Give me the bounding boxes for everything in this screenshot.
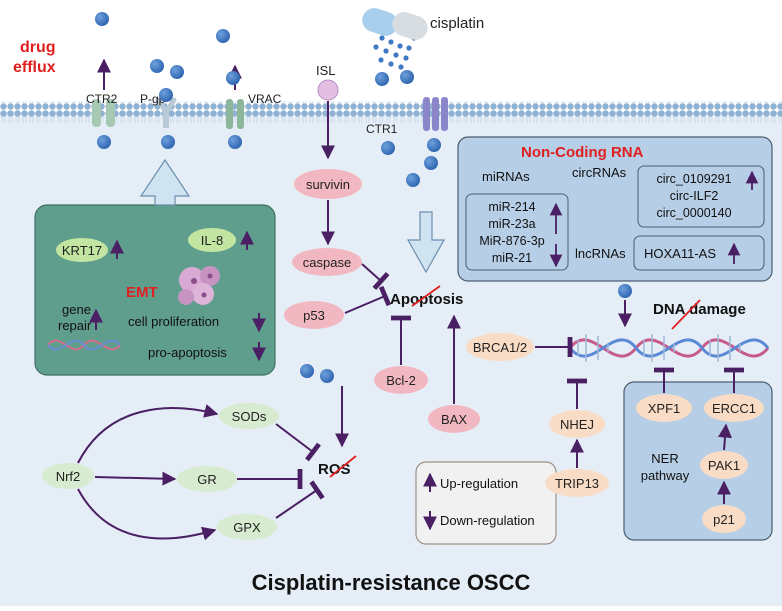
p53-inhibits-apoptosis [344,285,392,314]
p53-node [284,301,344,329]
trip13-node [545,469,609,497]
pak1-node [700,451,748,479]
p21-label: p21 [713,512,735,527]
survivin-label: survivin [306,177,350,192]
pathway-label: pathway [641,468,690,483]
ros-strike [329,455,357,478]
apoptosis-label: Apoptosis [390,291,463,308]
mirnas-box [465,193,569,271]
sods-inhibits-ros [275,423,321,462]
gpx-node [217,514,277,540]
tumor-cells-icon [178,266,220,305]
emt-to-pgp-arrow [139,158,191,206]
lncrnas-label: lncRNAs [575,246,626,261]
dna-helix-large-icon [568,334,770,362]
gpx-inhibits-ros [275,480,325,519]
cisplatin-spray [373,35,417,70]
nhej-node [549,410,605,438]
nrf2-node [42,463,94,489]
pro-apoptosis-label: pro-apoptosis [148,345,227,360]
il8-node [188,228,236,252]
circrna-1: circ_0109291 [656,172,731,186]
sods-label: SODs [232,409,267,424]
arrow-nrf2-gpx [77,488,217,541]
xpf1-label: XPF1 [648,401,681,416]
circrna-2: circ-ILF2 [670,189,719,203]
drug-label: drug [20,39,56,56]
vrac-label: VRAC [248,92,282,106]
pak1-label: PAK1 [708,458,740,473]
circrnas-label: circRNAs [572,165,627,180]
isl-label: ISL [316,63,336,78]
p21-node [702,505,746,533]
dna-helix-icon [47,339,121,351]
ctr2-transporter [92,99,115,127]
circrnas-box [637,165,765,228]
nhej-label: NHEJ [560,417,594,432]
il8-label: IL-8 [201,233,223,248]
sods-node [219,403,279,429]
krt17-node [56,238,108,262]
lncrna-1: HOXA11-AS [644,246,716,261]
ercc1-label: ERCC1 [712,401,756,416]
p53-label: p53 [303,308,325,323]
cisplatin-molecules [95,12,632,383]
survivin-node [294,169,362,199]
legend-down-label: Down-regulation [440,513,535,528]
bcl2-label: Bcl-2 [386,373,416,388]
dna-damage-label: DNA damage [653,301,746,318]
cisplatin-capsule [362,8,428,40]
caspase-node [292,248,362,276]
arrow-nrf2-gr [94,471,177,486]
gr-label: GR [197,472,217,487]
isl-molecule [317,79,339,101]
caspase-inhibits-apoptosis [361,263,390,291]
mirna-3: MiR-876-3p [479,234,544,248]
ercc1-node [704,394,764,422]
ctr1-transporter [423,97,448,131]
arrow-nrf2-sods [77,404,219,464]
circrna-3: circ_0000140 [656,206,731,220]
ner-label: NER [651,451,678,466]
mirna-1: miR-214 [488,200,535,214]
gr-node [177,466,237,492]
gene-label: gene [62,302,91,317]
cell-proliferation-label: cell proliferation [128,314,219,329]
mirna-4: miR-21 [492,251,532,265]
cisplatin-label: cisplatin [430,15,484,32]
vrac-transporter [226,99,244,129]
arrow-pak1-ercc1 [718,423,732,451]
ctr1-label: CTR1 [366,122,398,136]
repair-label: repair [58,318,92,333]
figure-title: Cisplatin-resistance OSCC [252,570,531,595]
mirna-2: miR-23a [488,217,535,231]
cell-membrane [0,101,782,123]
brca-label: BRCA1/2 [473,340,527,355]
emt-title: EMT [126,284,158,301]
krt17-label: KRT17 [62,243,102,258]
ncrna-title: Non-Coding RNA [521,144,644,161]
xpf1-node [636,394,692,422]
bcl2-node [374,366,428,394]
apoptosis-strike [411,285,441,307]
ros-label: ROS [318,461,351,478]
cisplatin-to-apoptosis-arrow [406,211,446,274]
brca-node [466,333,534,361]
efflux-label: efflux [13,59,56,76]
legend-up-label: Up-regulation [440,476,518,491]
ctr2-label: CTR2 [86,92,118,106]
legend-box [415,461,557,545]
mirnas-label: miRNAs [482,169,530,184]
trip13-label: TRIP13 [555,476,599,491]
bax-label: BAX [441,412,467,427]
caspase-label: caspase [303,255,351,270]
nrf2-label: Nrf2 [56,469,81,484]
gpx-label: GPX [233,520,261,535]
bax-node [428,405,480,433]
dna-damage-strike [671,299,701,330]
pgp-transporter [155,97,177,128]
